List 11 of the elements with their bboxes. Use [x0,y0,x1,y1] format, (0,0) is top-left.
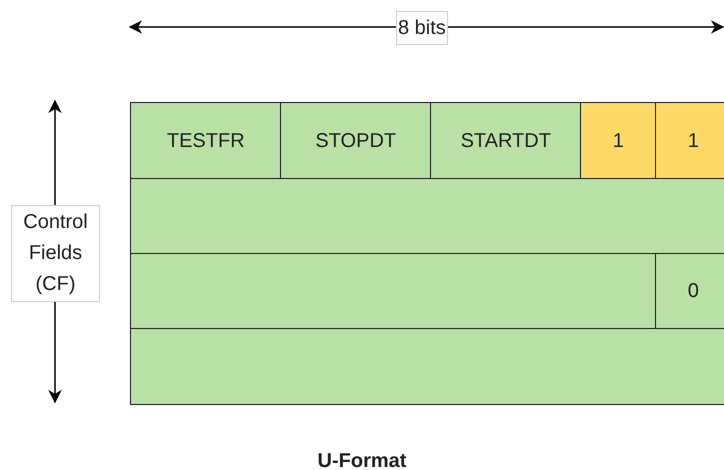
caption: U-Format [318,450,406,470]
dimension-label: Control Fields (CF) [11,205,100,302]
field-cell: STOPDT [280,102,432,180]
empty-field-cell [130,178,724,254]
field-cell: 1 [580,102,656,180]
field-cell: 0 [655,253,724,330]
field-cell: TESTFR [130,102,282,180]
field-cell: 1 [655,102,724,180]
dimension-label: 8 bits [396,11,448,45]
empty-field-cell [130,328,724,404]
field-cell: STARTDT [430,102,582,180]
